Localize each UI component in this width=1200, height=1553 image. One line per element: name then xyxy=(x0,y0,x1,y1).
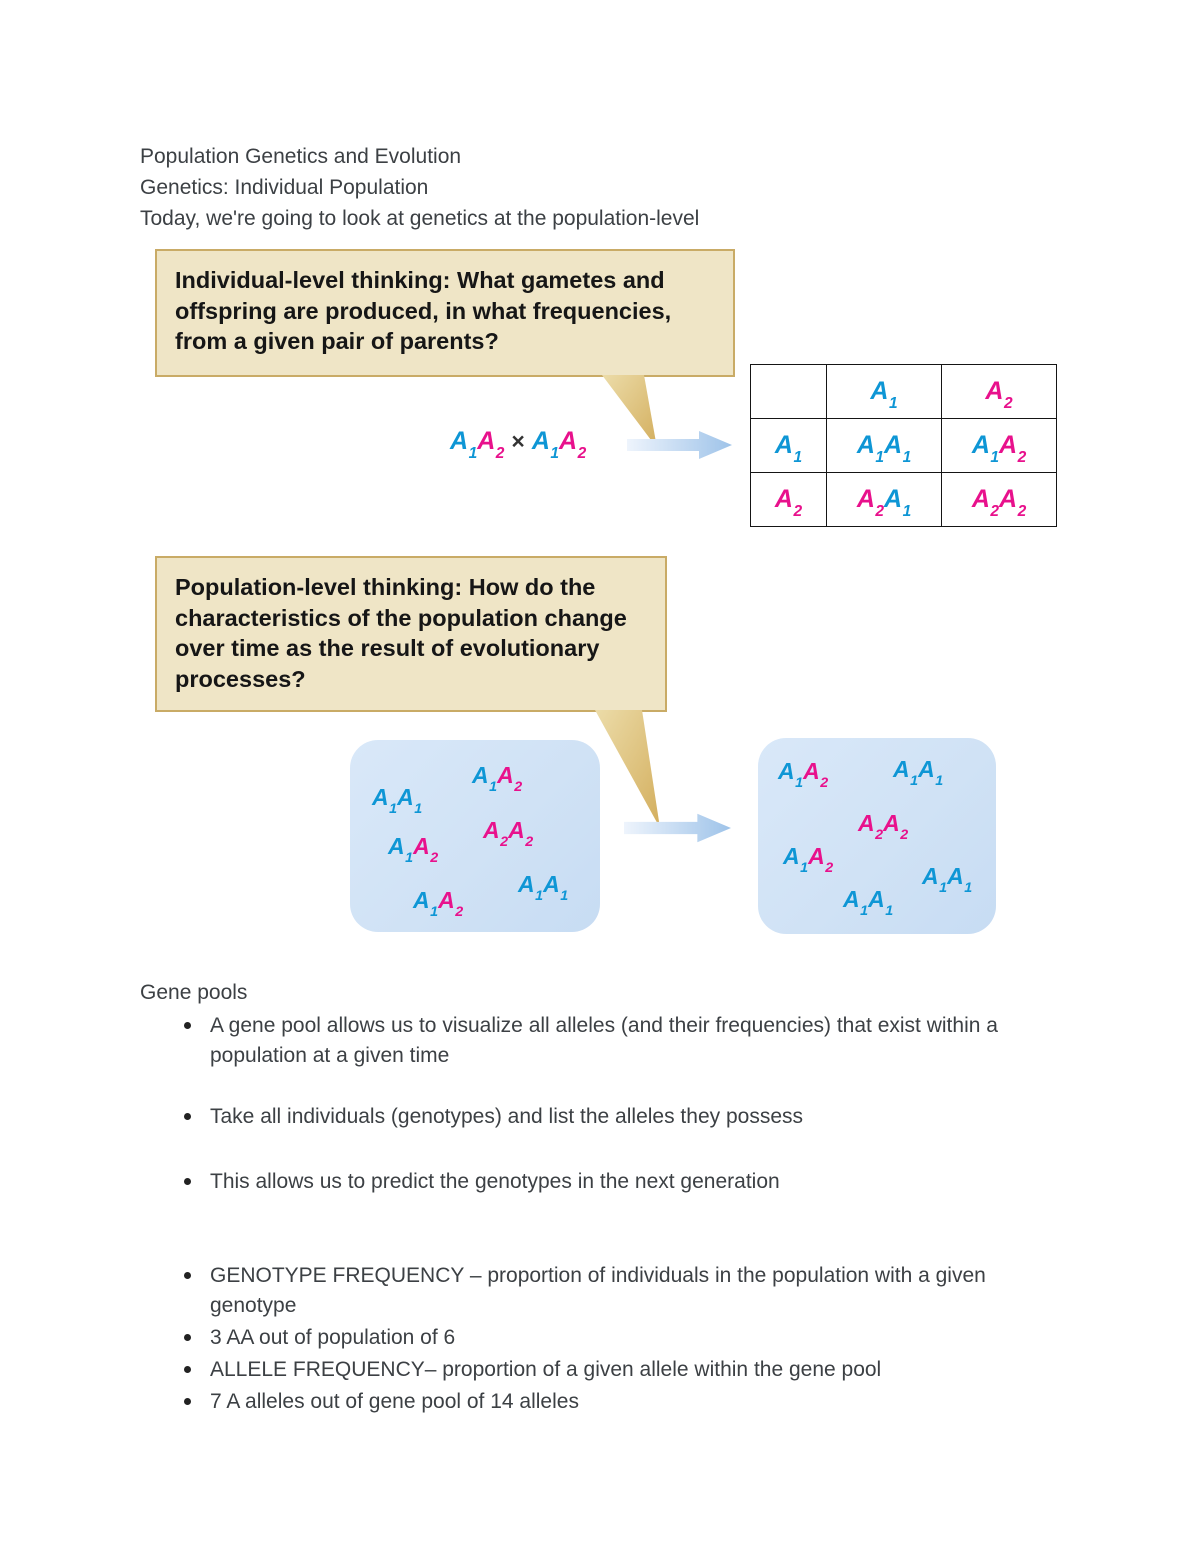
population-after-panel: A1A2 A1A1 A2A2 A1A2 A1A1 A1A1 xyxy=(758,738,996,934)
bullet-item: This allows us to predict the genotypes … xyxy=(140,1167,1080,1197)
bullet-dot-icon xyxy=(184,1366,191,1373)
bullet-item: GENOTYPE FREQUENCY – proportion of indiv… xyxy=(140,1261,1080,1321)
individual-level-callout: Individual-level thinking: What gametes … xyxy=(155,249,735,377)
population-before-panel: A1A1 A1A2 A1A2 A2A2 A1A2 A1A1 xyxy=(350,740,600,932)
population-genotype: A1A2 xyxy=(472,762,523,796)
bullet-text: This allows us to predict the genotypes … xyxy=(210,1170,780,1193)
punnett-square: A1 A2 A1 A1A1 A1A2 A2 A2A1 A2A2 xyxy=(750,364,1057,527)
population-genotype: A1A1 xyxy=(843,886,894,920)
punnett-cell: A1A1 xyxy=(826,418,942,473)
punnett-corner-cell xyxy=(750,364,827,419)
gene-pools-bullet-list: A gene pool allows us to visualize all a… xyxy=(140,1011,1080,1419)
bullet-text: A gene pool allows us to visualize all a… xyxy=(210,1014,998,1067)
population-genotype: A1A1 xyxy=(922,863,973,897)
population-genotype: A1A1 xyxy=(518,871,569,905)
population-genotype: A1A1 xyxy=(372,784,423,818)
punnett-col-header-a1: A1 xyxy=(826,364,942,419)
bullet-text: GENOTYPE FREQUENCY – proportion of indiv… xyxy=(210,1264,986,1317)
speech-bubble-tail-icon xyxy=(602,375,657,448)
intro-line-1: Population Genetics and Evolution xyxy=(140,145,462,168)
bullet-text: 7 A alleles out of gene pool of 14 allel… xyxy=(210,1390,579,1413)
intro-text: Population Genetics and Evolution Geneti… xyxy=(140,141,699,234)
parent-genotype-right: A1A2 xyxy=(531,427,587,462)
bullet-item: A gene pool allows us to visualize all a… xyxy=(140,1011,1080,1071)
bullet-item: 3 AA out of population of 6 xyxy=(140,1323,1080,1353)
bullet-dot-icon xyxy=(184,1178,191,1185)
population-genotype: A1A2 xyxy=(783,843,834,877)
punnett-cell: A2A2 xyxy=(941,472,1057,527)
parent-cross-expression: A1A2×A1A2 xyxy=(450,427,587,462)
population-genotype: A1A2 xyxy=(778,758,829,792)
population-genotype: A2A2 xyxy=(858,810,909,844)
population-level-callout: Population-level thinking: How do the ch… xyxy=(155,556,667,712)
bullet-text: Take all individuals (genotypes) and lis… xyxy=(210,1105,803,1128)
population-genotype: A1A2 xyxy=(388,833,439,867)
speech-bubble-tail-icon xyxy=(595,710,660,828)
bullet-dot-icon xyxy=(184,1334,191,1341)
punnett-cell: A2A1 xyxy=(826,472,942,527)
bullet-dot-icon xyxy=(184,1272,191,1279)
population-genotype: A1A1 xyxy=(893,756,944,790)
bullet-item: ALLELE FREQUENCY– proportion of a given … xyxy=(140,1355,1080,1385)
parent-genotype-left: A1A2 xyxy=(450,427,505,462)
intro-line-3: Today, we're going to look at genetics a… xyxy=(140,207,700,230)
punnett-col-header-a2: A2 xyxy=(941,364,1057,419)
punnett-cell: A1A2 xyxy=(941,418,1057,473)
cross-operator: × xyxy=(511,428,525,454)
bullet-item: Take all individuals (genotypes) and lis… xyxy=(140,1102,1080,1132)
gene-pools-heading: Gene pools xyxy=(140,981,248,1004)
bullet-text: ALLELE FREQUENCY– proportion of a given … xyxy=(210,1358,882,1381)
punnett-row-header-a1: A1 xyxy=(750,418,827,473)
population-genotype: A2A2 xyxy=(483,817,534,851)
right-arrow-icon xyxy=(627,431,732,459)
bullet-dot-icon xyxy=(184,1022,191,1029)
population-genotype: A1A2 xyxy=(413,887,464,921)
right-arrow-icon xyxy=(624,813,731,843)
bullet-dot-icon xyxy=(184,1113,191,1120)
punnett-row-header-a2: A2 xyxy=(750,472,827,527)
bullet-text: 3 AA out of population of 6 xyxy=(210,1326,456,1349)
bullet-dot-icon xyxy=(184,1398,191,1405)
intro-line-2: Genetics: Individual Population xyxy=(140,176,429,199)
bullet-item: 7 A alleles out of gene pool of 14 allel… xyxy=(140,1387,1080,1417)
